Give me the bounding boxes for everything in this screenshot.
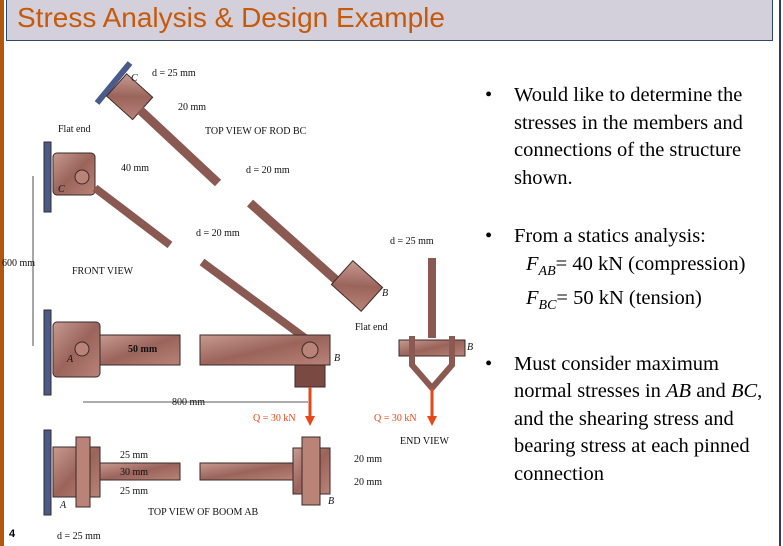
boom-top-2 — [199, 462, 296, 481]
label-25mm-a: 25 mm — [120, 450, 148, 461]
label-25mm-b: 25 mm — [120, 486, 148, 497]
wall-front-a — [43, 309, 52, 396]
label-top-view-boom: TOP VIEW OF BOOM AB — [148, 507, 259, 518]
label-c2: C — [58, 184, 65, 195]
bullet-2: •Would like to determine the stresses in… — [485, 223, 780, 320]
title-bar: Stress Analysis & Design Example — [6, 0, 773, 41]
label-40mm: 40 mm — [121, 163, 149, 174]
pin-a — [74, 341, 90, 357]
label-d20-b: d = 20 mm — [196, 228, 240, 239]
label-c1: C — [131, 73, 138, 84]
label-800mm: 800 mm — [172, 397, 205, 408]
bullet-list: •Would like to determine the stresses in… — [485, 82, 780, 519]
boom-ab-1 — [99, 334, 181, 366]
label-a2: A — [59, 500, 67, 511]
structure-diagram: d = 25 mm 20 mm Flat end TOP VIEW OF ROD… — [2, 61, 473, 542]
plate-c — [52, 152, 96, 196]
pin-b — [301, 341, 319, 359]
label-b2: B — [334, 353, 340, 364]
boom-top-1 — [99, 462, 181, 481]
bullet-3: •Must consider maximum normal stresses i… — [485, 352, 763, 485]
label-b1: B — [382, 288, 388, 299]
page-number: 4 — [9, 528, 16, 540]
pin-b-top — [301, 436, 321, 506]
label-end-view: END VIEW — [400, 436, 450, 447]
bullet-1: •Would like to determine the stresses in… — [485, 84, 743, 189]
label-q1: Q = 30 kN — [253, 413, 296, 424]
label-20mm-top: 20 mm — [178, 102, 206, 113]
pin-c — [74, 169, 90, 185]
pin-end-view — [398, 339, 466, 357]
rod-bc-top-2 — [246, 199, 349, 292]
label-flat-end-1: Flat end — [58, 124, 91, 135]
label-20mm-a: 20 mm — [354, 454, 382, 465]
wall-top — [94, 61, 133, 105]
label-b3: B — [467, 342, 473, 353]
rod-bc-front-1 — [92, 184, 173, 249]
label-d25-bottom: d = 25 mm — [57, 531, 101, 542]
label-top-view-rod: TOP VIEW OF ROD BC — [205, 126, 307, 137]
pin-a-top — [75, 436, 91, 508]
wall-front-c — [43, 141, 52, 213]
label-30mm: 30 mm — [120, 467, 148, 478]
rod-bc-front-2 — [199, 258, 308, 342]
label-b4: B — [328, 496, 334, 507]
force-arrows — [305, 387, 437, 426]
label-50mm: 50 mm — [128, 344, 158, 355]
label-d25-b: d = 25 mm — [390, 236, 434, 247]
label-front-view: FRONT VIEW — [72, 266, 134, 277]
label-600mm: 600 mm — [2, 258, 35, 269]
right-border — [779, 0, 781, 546]
rod-bc-top-1 — [136, 106, 222, 187]
force-ab: FAB= 40 kN (compression) — [526, 252, 746, 279]
slide-title: Stress Analysis & Design Example — [17, 2, 445, 33]
label-flat-end-2: Flat end — [355, 322, 388, 333]
clevis-b-top — [330, 260, 384, 312]
label-d20-a: d = 20 mm — [246, 165, 290, 176]
wall-top-boom — [43, 429, 52, 516]
label-20mm-b: 20 mm — [354, 477, 382, 488]
label-a1: A — [66, 354, 74, 365]
block-b — [294, 364, 326, 388]
label-q2: Q = 30 kN — [374, 413, 417, 424]
left-accent-bar — [0, 0, 4, 546]
force-bc: FBC= 50 kN (tension) — [526, 287, 702, 314]
label-d25-top: d = 25 mm — [152, 68, 196, 79]
